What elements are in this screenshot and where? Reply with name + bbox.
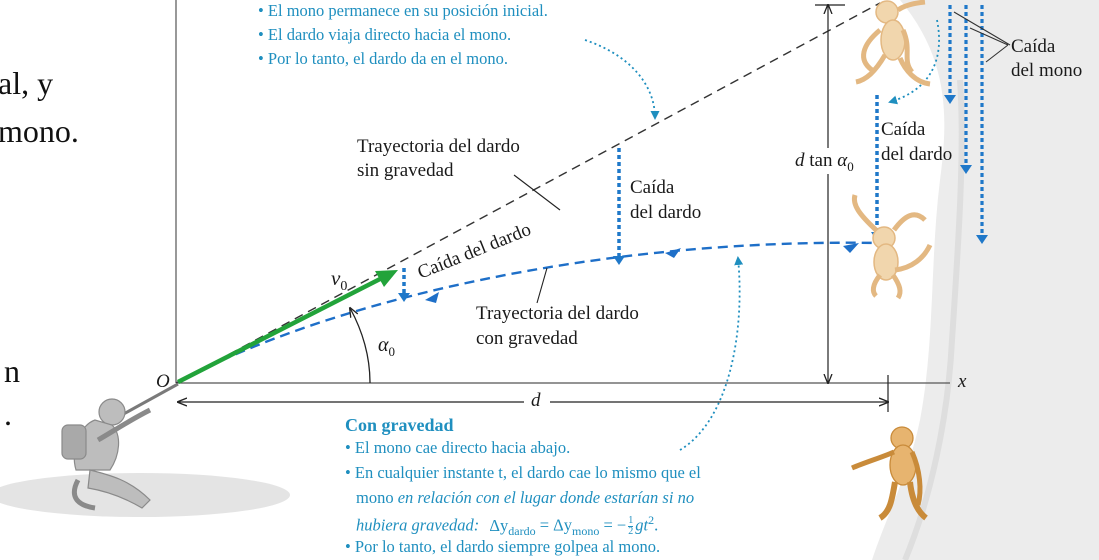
label-path-no-gravity-2: sin gravedad: [357, 160, 454, 181]
gravity-trajectory: [177, 241, 881, 384]
label-v0: v0: [331, 266, 348, 295]
label-dart-drop-mid-2: del dardo: [630, 202, 702, 223]
tree-trunk: [872, 0, 1099, 560]
trajectory-arrow-2: [665, 248, 681, 258]
no-gravity-bullet-2: • El dardo viaja directo hacia el mono.: [258, 25, 512, 44]
leader-gravity: [536, 267, 548, 304]
slide-text-fragment-1: al, y: [0, 65, 54, 101]
monkey-fall-3-arrow: [976, 235, 988, 244]
distance-label-bg: [524, 392, 550, 412]
leader-no-gravity: [513, 174, 561, 211]
label-path-gravity-1: Trayectoria del dardo: [476, 303, 639, 324]
trajectory-arrow-3: [843, 243, 859, 253]
label-dart-drop-right-1: Caída: [881, 119, 926, 140]
no-gravity-bullet-3: • Por lo tanto, el dardo da en el mono.: [258, 49, 509, 68]
trajectory-arrow-1: [425, 292, 439, 303]
slide-text-fragment-2: mono.: [0, 113, 79, 149]
with-gravity-bullet-1: • El mono cae directo hacia abajo.: [345, 438, 571, 457]
label-x-axis: x: [958, 371, 967, 392]
label-path-gravity-2: con gravedad: [476, 328, 578, 349]
height-label-bg: [790, 148, 872, 174]
with-gravity-bullet-3: mono en relación con el lugar donde esta…: [356, 488, 695, 507]
with-gravity-bullet-5: • Por lo tanto, el dardo siempre golpea …: [345, 537, 661, 556]
label-dart-drop-mid-1: Caída: [630, 177, 675, 198]
angle-arc: [350, 308, 371, 384]
label-monkey-fall-2: del mono: [1011, 60, 1083, 81]
no-gravity-bullet-1: • El mono permanece en su posición inici…: [258, 1, 548, 20]
monkey-fall-2-arrow: [960, 165, 972, 174]
slide-text-fragment-3: n: [4, 353, 20, 389]
label-alpha0: α0: [378, 334, 395, 359]
tree-branch-highlight: [902, 79, 965, 560]
callout-no-gravity: [584, 39, 660, 120]
monkey-ground-icon: [851, 426, 928, 521]
monkey-fall-bracket: [953, 11, 1011, 63]
label-origin: O: [156, 371, 170, 392]
label-height: d tan α0: [795, 150, 854, 174]
dart-drop-2-arrow: [613, 256, 625, 265]
with-gravity-bullet-2: • En cualquier instante t, el dardo cae …: [345, 463, 701, 482]
no-gravity-trajectory: [175, 2, 881, 384]
label-path-no-gravity-1: Trayectoria del dardo: [357, 136, 520, 157]
label-distance: d: [531, 390, 541, 411]
label-monkey-fall-1: Caída: [1011, 36, 1056, 57]
label-dart-drop-right-2: del dardo: [881, 144, 953, 165]
slide-text-fragment-4: .: [4, 396, 12, 432]
monkey-initial-icon: [855, 0, 931, 87]
dart-drop-1-arrow: [398, 293, 410, 302]
monkey-middle-icon: [851, 194, 933, 300]
hunter-icon: [61, 382, 179, 511]
v0-arrowhead: [375, 270, 398, 287]
with-gravity-heading: Con gravedad: [345, 415, 454, 435]
monkey-fall-1-arrow: [944, 95, 956, 104]
callout-gravity: [679, 256, 744, 451]
v0-vector: [176, 274, 386, 385]
